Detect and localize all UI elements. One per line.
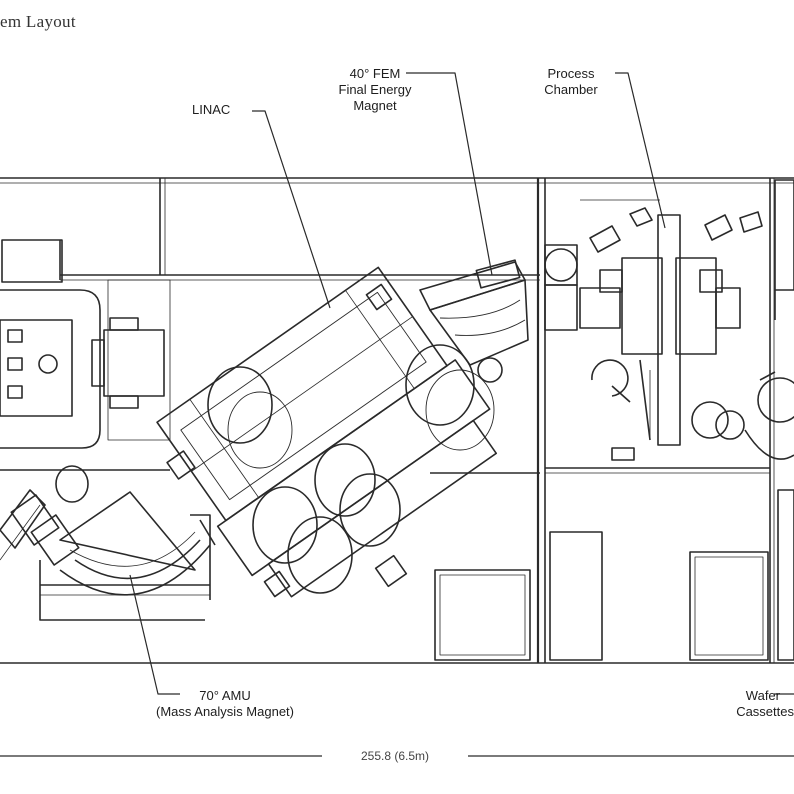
label-process-chamber: Process Chamber — [530, 66, 612, 98]
wafer-label-line2: Cassettes — [736, 704, 794, 719]
amu-magnet — [0, 465, 216, 621]
enclosure-walls — [0, 177, 794, 664]
dimension-label: 255.8 (6.5m) — [360, 749, 430, 763]
linac-assembly — [156, 266, 498, 598]
leader-lines — [129, 72, 794, 695]
fem-label-line1: 40° FEM — [349, 66, 401, 81]
ion-source-module — [0, 239, 171, 449]
wafer-handler — [744, 179, 794, 460]
amu-label-line1: 70° AMU — [199, 688, 251, 703]
amu-label-line2: (Mass Analysis Magnet) — [156, 704, 294, 719]
label-fem: 40° FEM Final Energy Magnet — [320, 66, 430, 114]
fem-magnet — [419, 259, 529, 383]
process-chamber — [544, 199, 763, 461]
wafer-label-line1: Wafer — [745, 688, 780, 703]
label-wafer-cassettes: Wafer Cassettes — [722, 688, 794, 720]
label-linac: LINAC — [192, 102, 231, 117]
fem-label-line2: Final Energy — [338, 82, 412, 97]
process-label-line2: Chamber — [544, 82, 598, 97]
lower-cabinets — [434, 489, 794, 661]
fem-label-line3: Magnet — [353, 98, 397, 113]
process-label-line1: Process — [547, 66, 595, 81]
diagram-title: em Layout — [0, 12, 76, 31]
label-amu: 70° AMU (Mass Analysis Magnet) — [130, 688, 320, 720]
